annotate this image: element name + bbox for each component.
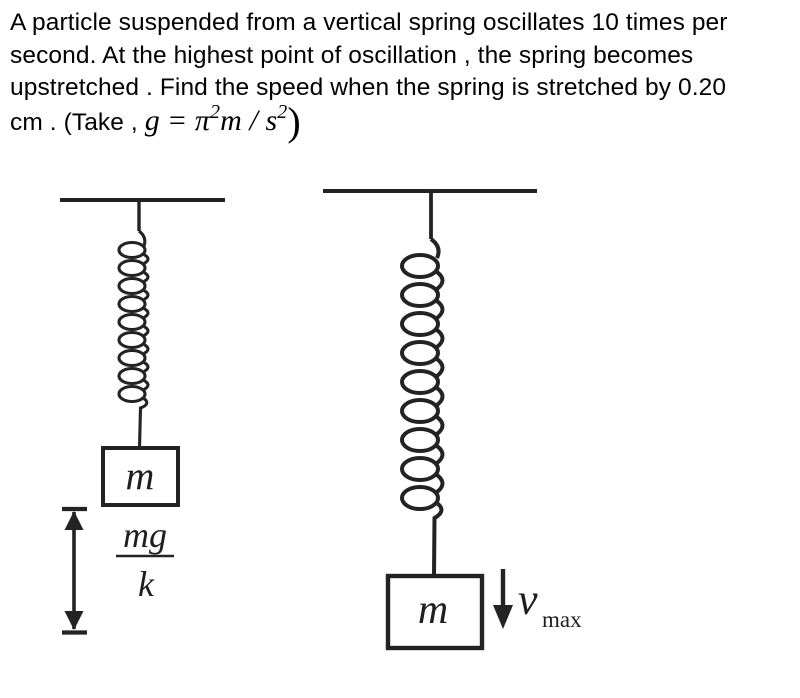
extension-denominator: k [138,564,155,604]
spring-exit-curve [137,397,149,449]
coil-loop [117,276,147,296]
math-g: g [144,103,160,137]
coil-loop [117,384,147,404]
question-line-4: cm . (Take , g=π2m / s2) [10,100,796,142]
coil-loop [400,456,440,482]
coil-loop [400,398,440,424]
mass-box-right [385,573,485,651]
measure-arrowhead-down [64,611,84,630]
vmax-arrow [493,569,513,629]
spring-exit-curve [432,501,444,577]
spring-right [400,237,445,577]
mass-label-right: m [418,587,448,633]
math-close-paren: ) [287,98,301,144]
question-line-2: second. At the highest point of oscillat… [10,41,694,69]
coil-loop [117,348,147,368]
measure-arrowhead-up [64,511,84,530]
math-pi-exponent: 2 [210,100,221,123]
coil-loop [117,294,147,314]
coil-loop [117,366,147,386]
coil-loop [400,282,440,308]
coil-loop [400,311,440,337]
coil-loop [400,340,440,366]
coil-loop [117,312,147,332]
spring-left [117,229,150,449]
coil-loop [117,330,147,350]
coil-connector [435,386,445,407]
coil-connector [435,357,445,378]
spring-entry-curve [138,229,147,247]
coil-loop [400,485,440,511]
coil-connector [143,307,150,319]
coil-connector [435,415,445,436]
figure-left: m mg k [60,198,225,635]
coil-connector [435,473,445,494]
coil-connector [435,270,445,291]
question-text: A particle suspended from a vertical spr… [10,7,796,142]
coil-loop [117,240,147,260]
spring-entry-curve [429,237,441,259]
math-unit-exponent: 2 [277,100,288,123]
coil-loop [400,253,440,279]
vmax-subscript: max [542,607,582,632]
coil-loop [400,369,440,395]
question-line-1: A particle suspended from a vertical spr… [10,9,728,36]
math-pi: π [194,103,210,137]
coil-loop [117,258,147,278]
question-line-3: upstretched . Find the speed when the sp… [10,74,727,101]
extension-fraction: mg k [116,515,174,604]
coil-connector [435,328,445,349]
extension-numerator: mg [123,515,167,555]
mass-label-left: m [126,453,155,498]
vmax-arrowhead-down [493,605,513,629]
coil-loop [400,427,440,453]
coil-connector [143,253,150,265]
math-unit-body: m / s [220,103,278,137]
inline-math-g-equation: g=π2m / s2) [144,100,301,142]
vmax-symbol: v [518,575,538,624]
coil-connector [435,299,445,320]
math-equals: = [168,103,186,137]
figure-right: m v max [323,189,582,651]
coil-connector [143,271,150,283]
coil-connector [143,289,150,301]
mass-box-left [101,446,180,507]
coil-connector [143,361,150,373]
coil-connector [143,379,150,391]
coil-connector [143,325,150,337]
coil-connector [435,444,445,465]
extension-measure-arrow [62,506,87,635]
coil-connector [143,343,150,355]
question-line-4-prefix: cm . (Take , [10,108,145,136]
